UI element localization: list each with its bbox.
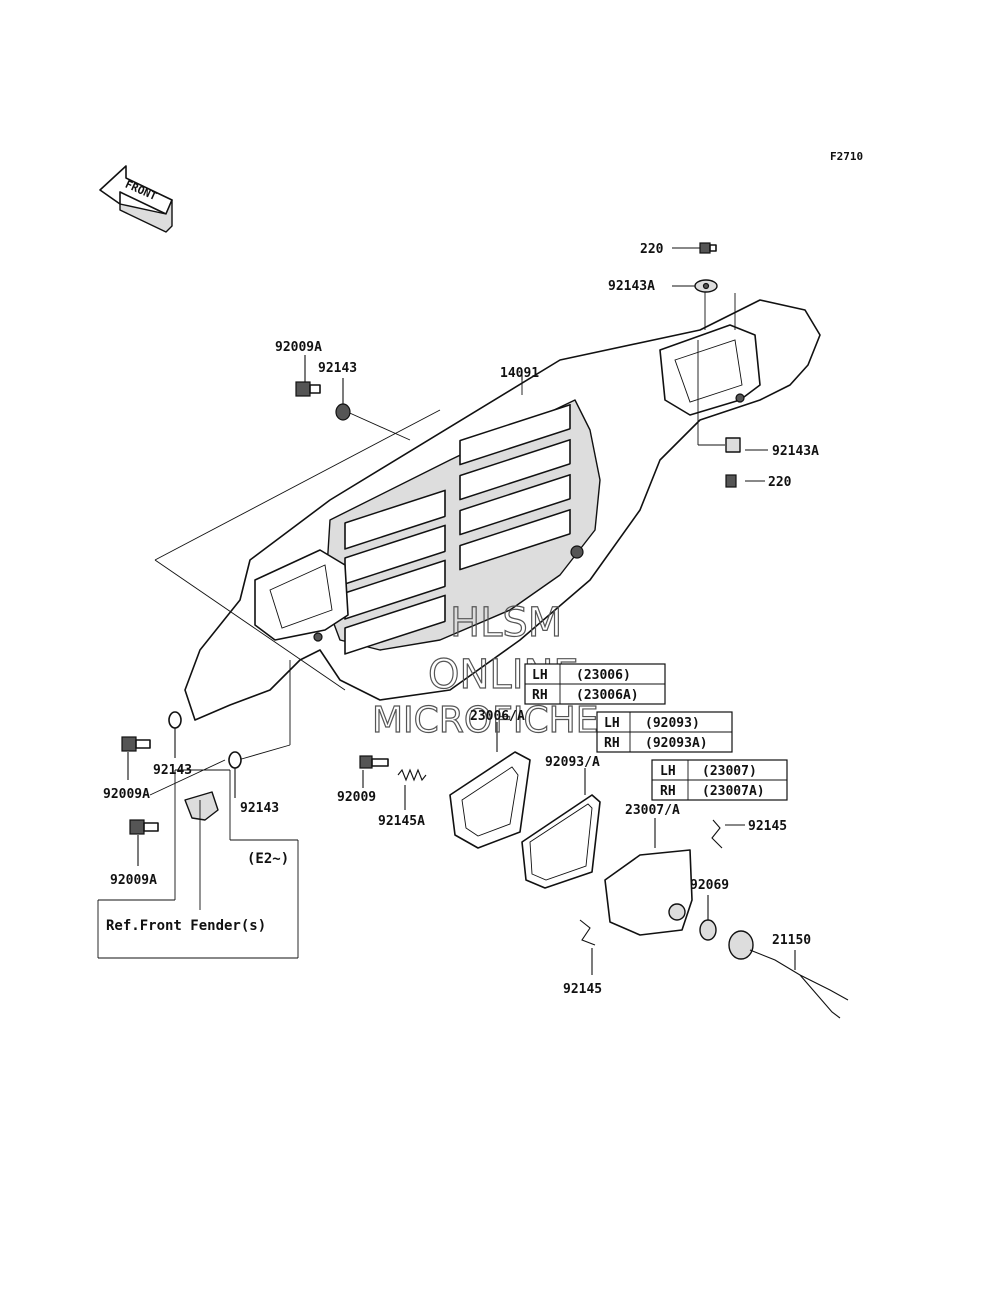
table-cell: LH [660, 764, 676, 779]
part-label-92143-mid: 92143 [240, 801, 279, 816]
screw-220-right [725, 474, 765, 488]
table-cell: (92093) [645, 716, 700, 731]
table-cell: (23007A) [702, 784, 765, 799]
washer-92143-mid [228, 751, 242, 798]
table-cell: RH [604, 736, 620, 751]
side-table-23007: LH (23007) RH (23007A) [651, 759, 788, 801]
bolt-92009A-bottom [129, 819, 159, 866]
screw-220-top [672, 242, 717, 254]
part-label-92143-left: 92143 [153, 763, 192, 778]
part-label-92009A-top: 92009A [275, 340, 322, 355]
table-cell: (23006A) [576, 688, 639, 703]
headlight-unit-23007A [604, 818, 693, 936]
table-cell: LH [604, 716, 620, 731]
table-cell: (92093A) [645, 736, 708, 751]
front-arrow-icon: FRONT [99, 165, 173, 233]
table-cell: RH [532, 688, 548, 703]
part-label-92009A-bottom: 92009A [110, 873, 157, 888]
side-table-92093: LH (92093) RH (92093A) [596, 711, 733, 753]
bracket-icon [184, 791, 219, 821]
part-label-220-right: 220 [768, 475, 792, 490]
bulb-92069 [699, 895, 717, 941]
part-label-92069: 92069 [690, 878, 729, 893]
table-cell: LH [532, 668, 548, 683]
part-label-92145-bottom: 92145 [563, 982, 602, 997]
part-label-92143-top: 92143 [318, 361, 357, 376]
part-label-92145A: 92145A [378, 814, 425, 829]
model-note: (E2~) [247, 851, 289, 867]
part-label-92009A-left: 92009A [103, 787, 150, 802]
gasket-92093A [521, 768, 601, 889]
washer-92143-top [335, 378, 351, 421]
part-label-23007A: 23007/A [625, 803, 680, 818]
grommet-92143A-right [725, 437, 768, 453]
watermark-line-1: HLSM [450, 600, 562, 646]
part-label-92009: 92009 [337, 790, 376, 805]
part-label-92145-right: 92145 [748, 819, 787, 834]
bolt-92009A-left [121, 736, 151, 780]
grommet-92143A-top [672, 279, 718, 293]
figure-code: F2710 [830, 150, 863, 163]
clip-92145-bottom [579, 919, 596, 975]
clip-92145-right [711, 819, 745, 849]
table-cell: (23006) [576, 668, 631, 683]
grille-cover-14091 [184, 299, 821, 721]
ref-front-fender: Ref.Front Fender(s) [106, 918, 266, 934]
part-label-92143A-right: 92143A [772, 444, 819, 459]
part-label-220-top: 220 [640, 242, 664, 257]
part-label-92143A-top: 92143A [608, 279, 655, 294]
leader-lines [149, 290, 736, 796]
headlight-rim-23006A [449, 722, 531, 849]
ref-box-outline [97, 769, 299, 959]
table-cell: RH [660, 784, 676, 799]
spring-92145A [397, 768, 427, 810]
washer-92143-left [168, 711, 182, 758]
watermark-line-3: MICROFICHE [372, 700, 598, 741]
table-cell: (23007) [702, 764, 757, 779]
bolt-92009 [359, 755, 389, 788]
side-table-23006: LH (23006) RH (23006A) [524, 663, 666, 705]
part-label-14091: 14091 [500, 366, 539, 381]
socket-21150 [728, 930, 849, 1019]
part-label-92093A: 92093/A [545, 755, 600, 770]
part-label-23006A: 23006/A [470, 709, 525, 724]
bolt-92009A-top [295, 355, 321, 397]
part-label-21150: 21150 [772, 933, 811, 948]
